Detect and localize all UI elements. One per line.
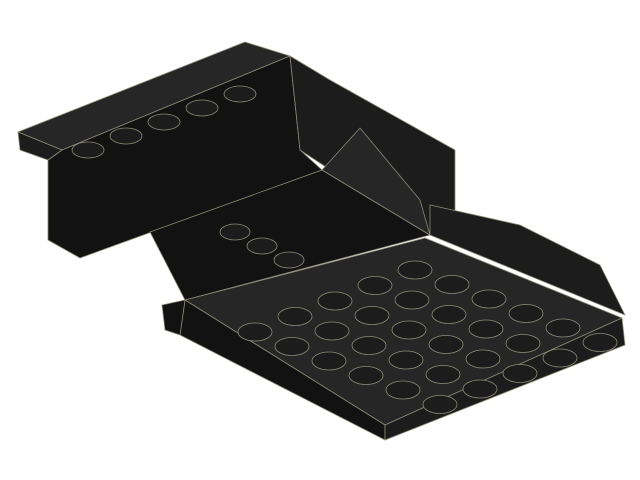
- stud: [314, 321, 350, 341]
- stud: [237, 322, 273, 342]
- stud: [434, 275, 470, 294]
- stud: [317, 291, 353, 311]
- stud: [246, 237, 278, 255]
- stud: [277, 307, 313, 326]
- back-block-left: [17, 131, 63, 161]
- stud: [505, 334, 541, 353]
- stud: [431, 305, 467, 324]
- stud: [357, 276, 393, 295]
- stud: [462, 379, 498, 399]
- plate-clip: [161, 299, 186, 336]
- stud: [542, 348, 578, 368]
- stud: [385, 380, 421, 400]
- stud: [468, 319, 504, 339]
- stud: [147, 113, 181, 131]
- stud: [311, 351, 347, 371]
- stud: [219, 223, 251, 241]
- stud: [354, 306, 390, 325]
- side-tabs: [429, 204, 626, 316]
- stud: [391, 320, 427, 340]
- stud: [274, 337, 310, 356]
- stud: [185, 99, 219, 117]
- stud: [465, 349, 501, 369]
- stud: [545, 318, 581, 338]
- stud: [422, 395, 458, 414]
- stud: [502, 364, 538, 383]
- stud: [397, 260, 433, 280]
- stud: [471, 289, 507, 309]
- stud: [351, 336, 387, 355]
- stud: [582, 333, 618, 352]
- stud: [428, 335, 464, 354]
- stud: [394, 290, 430, 310]
- stud: [109, 127, 143, 145]
- stud: [273, 251, 305, 269]
- stud: [348, 366, 384, 385]
- stud: [388, 350, 424, 370]
- stud: [223, 85, 257, 103]
- slope-ridge: [321, 127, 431, 236]
- stud: [508, 304, 544, 323]
- stud: [425, 365, 461, 384]
- stud: [71, 141, 105, 159]
